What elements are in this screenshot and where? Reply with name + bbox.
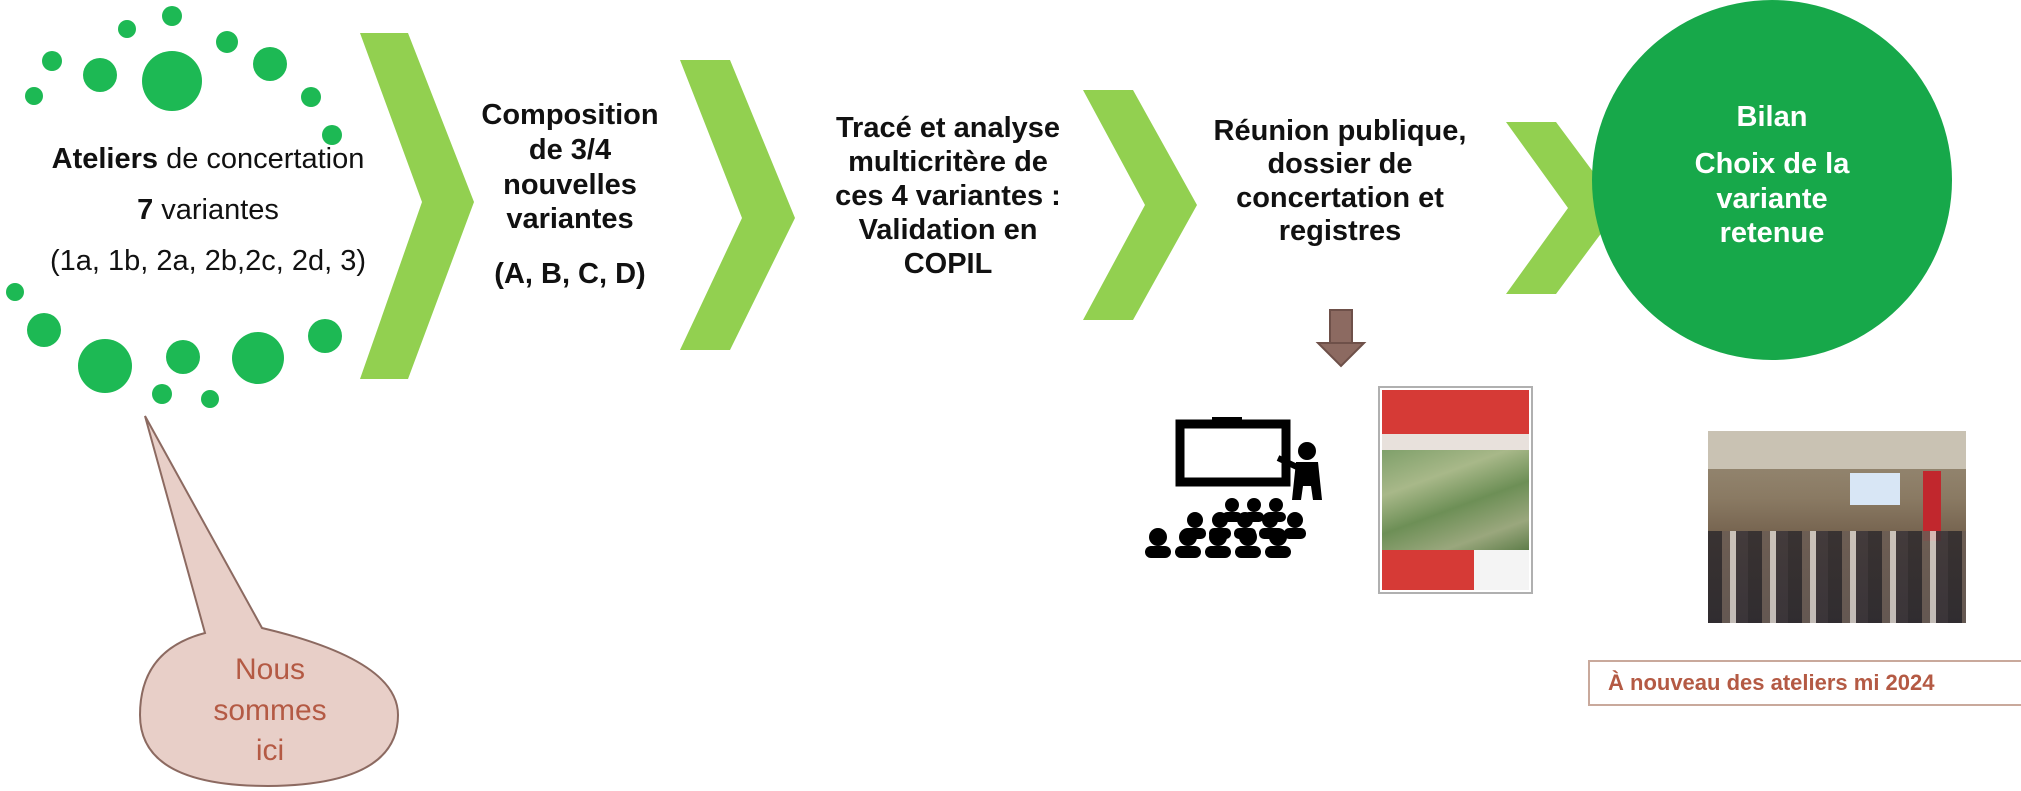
step2-line: variantes <box>506 203 634 236</box>
ring-dot <box>78 339 132 393</box>
step2-line: Composition <box>481 99 659 131</box>
chevron-1 <box>360 33 474 379</box>
callout-line: Nous <box>234 653 306 686</box>
step4-line: dossier de <box>1267 148 1413 181</box>
ring-dot <box>201 390 219 408</box>
step1-line3: (1a, 1b, 2a, 2b,2c, 2d, 3) <box>50 245 366 278</box>
chevron-3 <box>1083 90 1197 320</box>
photo-projection-screen <box>1850 473 1900 505</box>
photo-participants <box>1708 531 1966 623</box>
ring-dot <box>6 283 24 301</box>
step5-title: Bilan <box>1736 101 1808 133</box>
step1-line2: 7 variantes <box>137 194 279 227</box>
chevron-2 <box>680 60 795 350</box>
step3-line: ces 4 variantes : <box>835 179 1061 212</box>
callout-bubble <box>138 415 400 788</box>
ring-dot <box>27 313 61 347</box>
step4-line: registres <box>1278 215 1402 248</box>
dot-ring <box>6 6 342 408</box>
document-aerial-photo <box>1382 450 1529 550</box>
step3-line: Validation en <box>858 213 1038 246</box>
step4-line: concertation et <box>1236 181 1444 214</box>
ring-dot <box>152 384 172 404</box>
ring-dot <box>232 332 284 384</box>
callout-line: sommes <box>213 693 327 727</box>
workshop-photo <box>1708 431 1966 623</box>
ring-dot <box>118 20 136 38</box>
ring-dot <box>142 51 202 111</box>
step2-line: nouvelles <box>503 168 637 201</box>
down-arrow-icon <box>1315 309 1367 368</box>
result-circle <box>1592 0 1952 360</box>
step1-text: Ateliers de concertation 7 variantes (1a… <box>18 140 398 281</box>
step3-line: Tracé et analyse <box>835 112 1061 144</box>
step5-text: Bilan Choix de la variante retenue <box>1652 100 1892 251</box>
step5-line: Choix de la <box>1694 147 1850 180</box>
step3-line: multicritère de <box>848 145 1048 178</box>
step1-line1: Ateliers de concertation <box>51 143 365 175</box>
presentation-audience-icon <box>1145 417 1322 558</box>
photo-ceiling <box>1708 431 1966 469</box>
ring-dot <box>83 58 117 92</box>
next-workshops-banner: À nouveau des ateliers mi 2024 <box>1588 660 2021 706</box>
document-footer-logos <box>1474 550 1529 590</box>
step5-line: variante <box>1716 182 1828 215</box>
audience <box>1145 498 1306 558</box>
step2-codes: (A, B, C, D) <box>494 258 646 291</box>
ring-dot <box>25 87 43 105</box>
step2-line: de 3/4 <box>528 133 612 166</box>
document-footer <box>1382 550 1474 590</box>
document-header <box>1382 390 1529 434</box>
photo-rollup-banner <box>1923 471 1941 541</box>
step3-line: COPIL <box>903 247 993 280</box>
concertation-document-thumbnail <box>1378 386 1533 594</box>
step3-text: Tracé et analyse multicritère de ces 4 v… <box>808 112 1088 282</box>
banner-text: À nouveau des ateliers mi 2024 <box>1608 670 1935 695</box>
callout-line: ici <box>255 734 285 767</box>
step5-line: retenue <box>1719 217 1825 250</box>
step4-text: Réunion publique, dossier de concertatio… <box>1190 115 1490 248</box>
step4-line: Réunion publique, <box>1213 115 1467 147</box>
ring-dot <box>162 6 182 26</box>
ring-dot <box>166 340 200 374</box>
ring-dot <box>253 47 287 81</box>
callout-text: Nous sommes ici <box>198 650 342 772</box>
ring-dot <box>42 51 62 71</box>
document-subheader <box>1382 434 1529 450</box>
ring-dot <box>301 87 321 107</box>
step2-text: Composition de 3/4 nouvelles variantes (… <box>460 98 680 292</box>
ring-dot <box>308 319 342 353</box>
ring-dot <box>322 125 342 145</box>
ring-dot <box>216 31 238 53</box>
